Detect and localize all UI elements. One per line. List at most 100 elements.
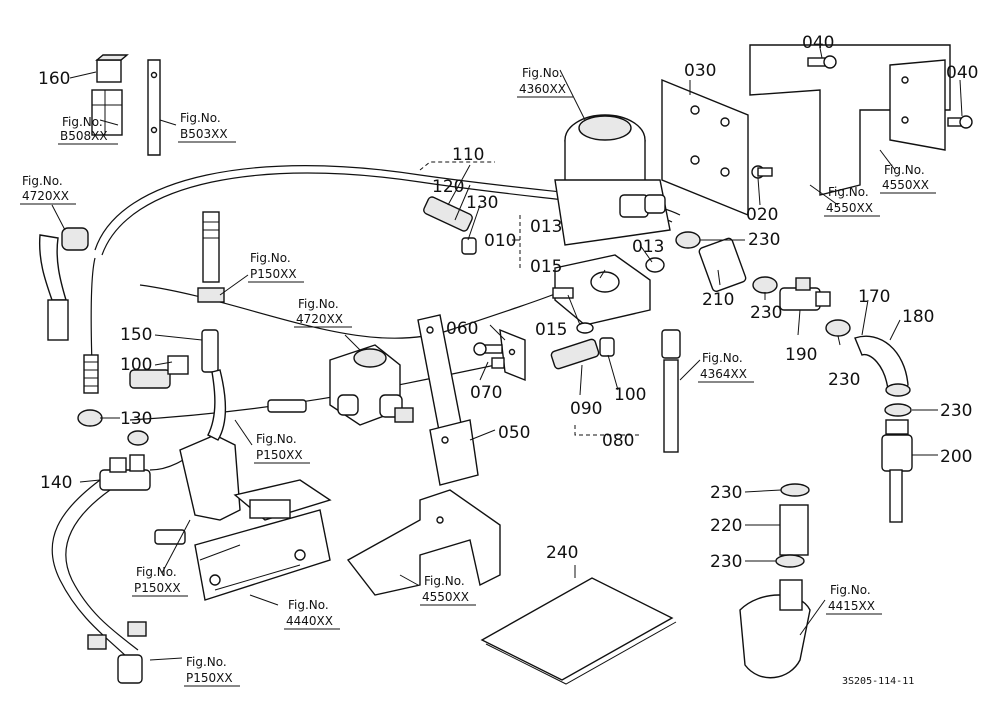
nut-013[interactable] [645,257,665,273]
bolt-070[interactable] [473,342,505,369]
part-label-230-f: 230 [710,552,742,572]
svg-text:Fig.No.: Fig.No. [256,432,297,446]
svg-text:4360XX: 4360XX [519,82,566,96]
group-brackets [419,161,640,436]
svg-text:Fig.No.: Fig.No. [830,583,871,597]
part-label-150: 150 [120,325,152,345]
bolt-040-right[interactable] [947,115,973,129]
engine-base-4440 [194,479,332,601]
fig-ref-p150-bottom: Fig.No. P150XX [184,655,240,687]
svg-text:Fig.No.: Fig.No. [424,574,465,588]
part-label-060: 060 [446,319,478,339]
fig-ref-b508: Fig.No. B508XX [58,115,118,145]
svg-text:P150XX: P150XX [134,581,181,595]
svg-text:4440XX: 4440XX [286,614,333,628]
elbow-hose-180[interactable] [854,335,911,397]
part-label-110: 110 [452,145,484,165]
part-label-020: 020 [746,205,778,225]
svg-text:4364XX: 4364XX [700,367,747,381]
linkage-arm [154,369,241,545]
mount-plate-030 [661,78,749,217]
part-label-130-top: 130 [466,193,498,213]
part-label-030: 030 [684,61,716,81]
bolt-040-top[interactable] [807,55,837,69]
hose-210[interactable] [698,237,747,293]
part-label-220: 220 [710,516,742,536]
svg-text:P150XX: P150XX [186,671,233,685]
drawing-code: 3S205-114-11 [842,676,914,687]
part-label-170: 170 [858,287,890,307]
clamp-130-left[interactable] [77,409,149,446]
mounting-base-015 [552,254,651,334]
svg-text:Fig.No.: Fig.No. [22,174,63,188]
hose-left-4720[interactable] [38,227,89,341]
fig-ref-p150-mid: Fig.No. P150XX [254,432,310,464]
svg-text:B503XX: B503XX [180,127,228,141]
part-label-050: 050 [498,423,530,443]
part-label-210: 210 [702,290,734,310]
svg-text:Fig.No.: Fig.No. [828,185,869,199]
fig-ref-b503: Fig.No. B503XX [178,111,236,143]
fitting-150[interactable] [201,329,219,373]
elbow-fitting-bottom [87,621,147,684]
svg-text:4550XX: 4550XX [422,590,469,604]
svg-text:Fig.No.: Fig.No. [702,351,743,365]
svg-text:Fig.No.: Fig.No. [180,111,221,125]
part-label-230-d: 230 [940,401,972,421]
pipe-4415 [739,579,811,679]
part-label-130-left: 130 [120,409,152,429]
svg-text:4415XX: 4415XX [828,599,875,613]
part-label-010: 010 [484,231,516,251]
svg-text:B508XX: B508XX [60,129,108,143]
relay-switch-160[interactable] [91,54,129,136]
fig-ref-4550-lower: Fig.No. 4550XX [420,574,476,606]
fitting-200[interactable] [881,419,913,523]
spring-tube-p150 [197,211,225,303]
instruction-book-240[interactable] [480,577,677,685]
part-label-230-b: 230 [750,303,782,323]
mounting-bracket-b503 [147,59,161,156]
svg-text:4720XX: 4720XX [22,189,69,203]
svg-text:Fig.No.: Fig.No. [62,115,103,129]
svg-text:4550XX: 4550XX [882,178,929,192]
coupler-110-group[interactable] [422,196,477,255]
part-label-040-a: 040 [802,33,834,53]
frame-4550-upper [749,44,951,196]
part-label-100-b: 100 [614,385,646,405]
part-label-100-a: 100 [120,355,152,375]
hose-220[interactable] [779,504,809,556]
part-label-240: 240 [546,543,578,563]
part-label-013-b: 013 [632,237,664,257]
valve-assembly-center[interactable] [267,344,414,426]
svg-text:Fig.No.: Fig.No. [250,251,291,265]
svg-text:4720XX: 4720XX [296,312,343,326]
svg-text:Fig.No.: Fig.No. [186,655,227,669]
bracket-050 [417,314,479,486]
tee-fitting-140[interactable] [99,454,151,491]
part-label-200: 200 [940,447,972,467]
part-label-190: 190 [785,345,817,365]
fig-ref-4364: Fig.No. 4364XX [698,351,754,383]
part-label-230-c: 230 [828,370,860,390]
fig-ref-4440: Fig.No. 4440XX [284,598,340,630]
svg-text:Fig.No.: Fig.No. [136,565,177,579]
spring-tube-left [83,354,99,394]
fig-ref-4360: Fig.No. 4360XX [517,66,573,98]
svg-text:Fig.No.: Fig.No. [298,297,339,311]
connector-190[interactable] [779,277,831,311]
svg-text:4550XX: 4550XX [826,201,873,215]
part-number-labels: 160 110 120 130 010 013 013 015 015 030 … [38,33,978,572]
rod-4364 [661,329,681,453]
fig-ref-4550-upper: Fig.No. 4550XX [824,185,880,217]
svg-text:P150XX: P150XX [256,448,303,462]
compressor-4360[interactable] [554,114,671,246]
coupler-080-group[interactable] [550,337,615,370]
fig-ref-4720-center: Fig.No. 4720XX [294,297,352,328]
bolt-020[interactable] [751,165,773,179]
part-label-070: 070 [470,383,502,403]
coupler-100-left[interactable] [129,355,189,389]
svg-text:P150XX: P150XX [250,267,297,281]
fig-ref-4415: Fig.No. 4415XX [826,583,882,615]
svg-text:Fig.No.: Fig.No. [288,598,329,612]
